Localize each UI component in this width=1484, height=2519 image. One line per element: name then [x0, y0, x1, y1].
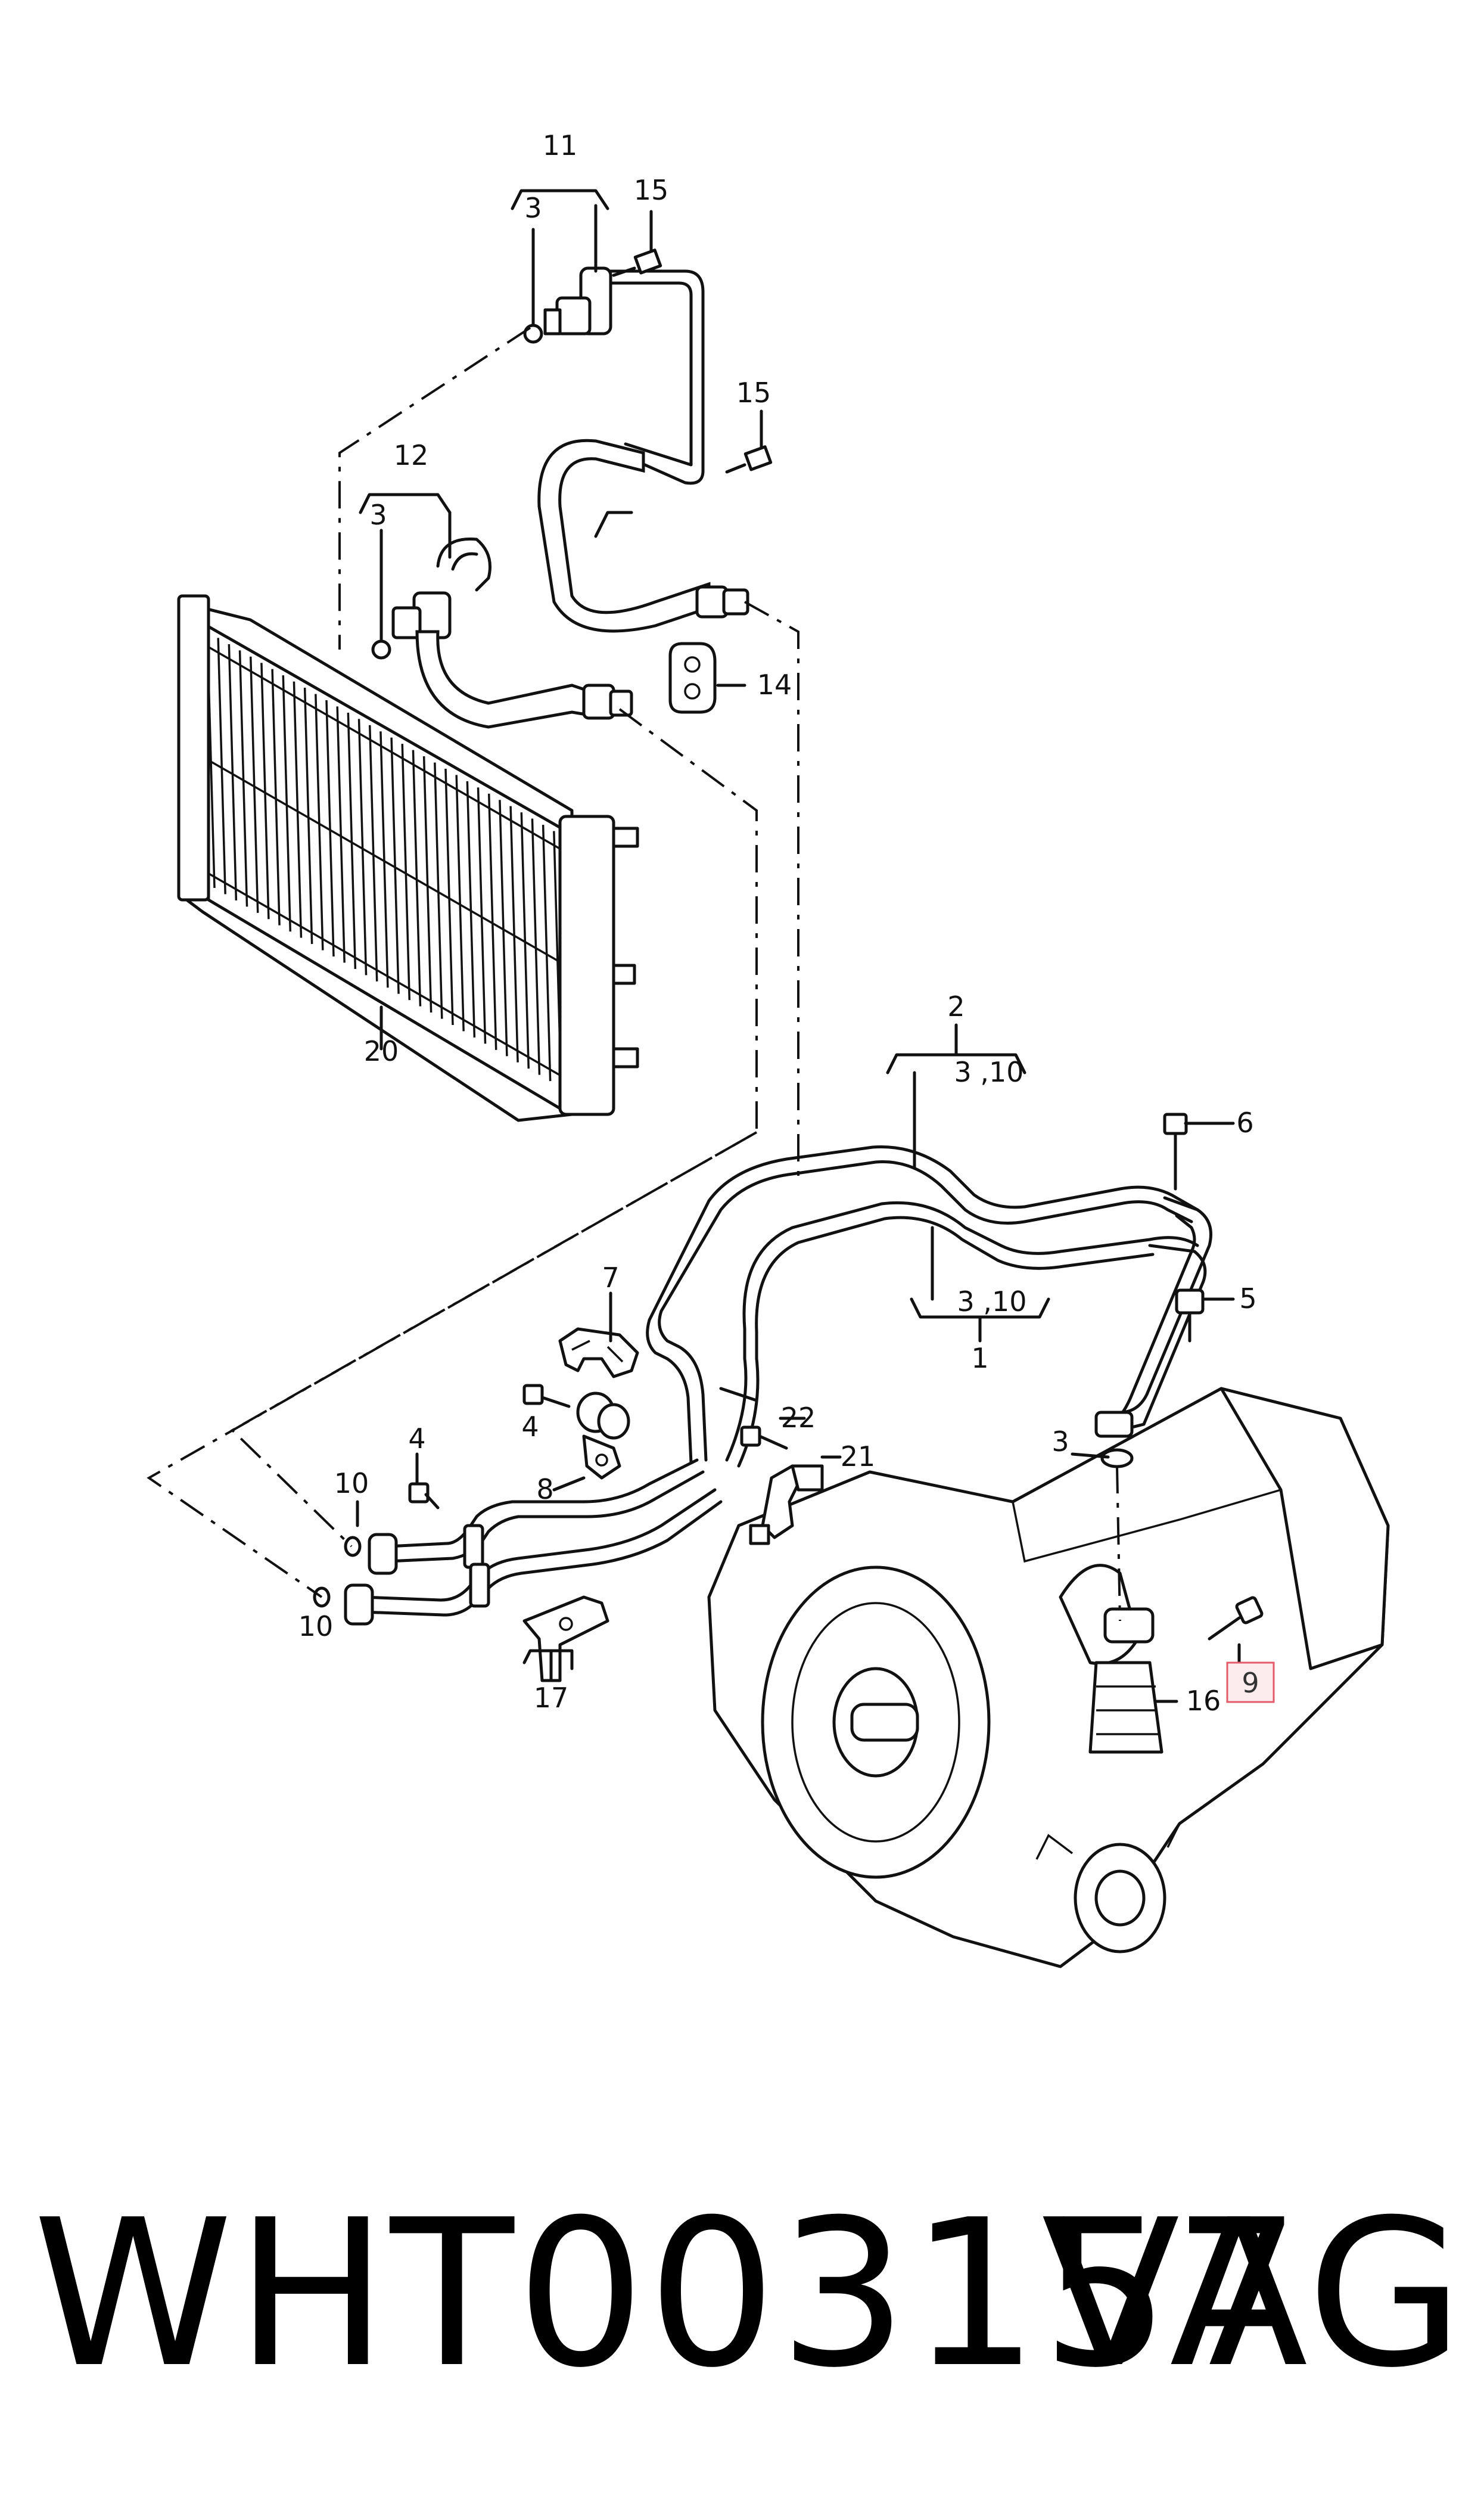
pipe-assembly-lower	[344, 1458, 824, 1682]
clip-7	[558, 1327, 639, 1378]
callout-20: 20	[364, 1035, 399, 1067]
bolt-22	[740, 1425, 788, 1450]
callout-7: 7	[602, 1262, 619, 1294]
o-ring-3-middle	[371, 639, 391, 660]
part-number: WHT003157	[33, 2176, 1304, 2412]
callout-3-10-lower: 3 ,10	[957, 1285, 1026, 1318]
leader-lines	[356, 189, 1241, 1703]
clamp-8	[576, 1391, 630, 1480]
connection-lines	[147, 327, 1121, 1622]
callout-3-10-upper: 3 ,10	[954, 1056, 1023, 1088]
callout-11: 11	[543, 129, 578, 161]
callout-17: 17	[534, 1682, 569, 1714]
callout-4-bracket: 4	[408, 1422, 425, 1455]
callout-9: 9	[1242, 1667, 1259, 1699]
callout-15-upper: 15	[634, 174, 669, 206]
seal-10-upper	[344, 1536, 362, 1557]
footer: WHT003157 VAG	[0, 2169, 1484, 2419]
grommet-14	[668, 642, 717, 714]
callout-9-highlight	[1226, 1661, 1275, 1703]
bolt-9	[1208, 1596, 1264, 1641]
callout-4-clamp: 4	[521, 1411, 539, 1443]
callout-10-lower: 10	[298, 1610, 334, 1642]
callout-6: 6	[1236, 1107, 1253, 1139]
callout-15-lower: 15	[736, 377, 771, 409]
callout-3-upper: 3	[524, 192, 542, 224]
hose-assembly-upper	[391, 266, 749, 729]
callout-12: 12	[394, 439, 429, 471]
transmission	[707, 1387, 1390, 1968]
callout-3-middle: 3	[369, 499, 387, 531]
exploded-parts-diagram: 11 3 15 15 12 3 14 20 2 3 ,10 6 5 3 ,10 …	[147, 129, 1390, 1968]
bolt-5	[1175, 1288, 1205, 1343]
bolt-15-upper	[612, 249, 662, 277]
callout-3-lower: 3	[1051, 1425, 1069, 1458]
callout-22: 22	[781, 1402, 816, 1434]
callout-10-upper: 10	[334, 1467, 369, 1499]
bolt-4-bracket	[408, 1482, 440, 1509]
radiator-cooler	[177, 594, 639, 1122]
callout-14: 14	[757, 669, 792, 701]
callout-21: 21	[841, 1440, 876, 1473]
bolt-6	[1163, 1113, 1188, 1191]
pipe-assembly-1-2	[646, 1145, 1212, 1468]
callout-5: 5	[1239, 1282, 1256, 1315]
brand-name: VAG	[1041, 2176, 1466, 2412]
bolt-15-lower	[725, 445, 773, 474]
callout-8: 8	[536, 1473, 553, 1505]
callout-labels: 11 3 15 15 12 3 14 20 2 3 ,10 6 5 3 ,10 …	[298, 129, 1275, 1717]
o-ring-3-upper	[523, 324, 543, 344]
callout-1: 1	[971, 1342, 988, 1374]
callout-2: 2	[947, 990, 965, 1023]
callout-16: 16	[1186, 1685, 1221, 1717]
bolt-4-clamp	[522, 1384, 571, 1408]
